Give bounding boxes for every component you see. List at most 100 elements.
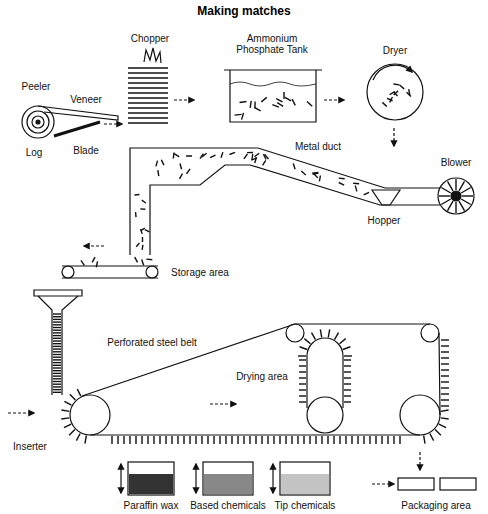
match-stick: [409, 89, 410, 95]
match-stick: [441, 410, 449, 411]
match-stick: [64, 401, 71, 405]
match-stick: [344, 365, 351, 366]
match-stick: [394, 83, 400, 85]
match-stick: [76, 434, 80, 441]
match-stick: [219, 436, 220, 444]
match-stick: [328, 329, 329, 337]
match-stick: [279, 436, 280, 444]
match-stick: [92, 257, 95, 262]
match-stick: [53, 384, 61, 385]
match-stick: [344, 371, 351, 372]
match-stick: [142, 237, 143, 242]
match-stick: [353, 183, 359, 185]
match-stick: [157, 170, 159, 176]
match-stick: [455, 202, 456, 213]
match-stick: [221, 152, 223, 158]
match-stick: [364, 192, 369, 195]
match-stick: [285, 436, 286, 444]
match-stick: [441, 381, 449, 382]
match-stick: [312, 172, 318, 174]
match-stick: [400, 85, 405, 89]
match-stick: [53, 362, 61, 363]
match-stick: [399, 436, 400, 444]
match-stick: [285, 97, 291, 101]
match-stick: [53, 378, 61, 379]
match-stick: [335, 333, 339, 340]
match-stick: [441, 399, 449, 400]
match-stick: [339, 183, 344, 186]
match-stick: [145, 230, 149, 232]
part-label: Chopper: [131, 33, 169, 44]
match-stick: [299, 365, 306, 366]
match-stick: [141, 436, 142, 444]
match-stick: [448, 181, 454, 191]
match-stick: [53, 392, 61, 393]
match-stick: [333, 436, 334, 444]
part-label: Log: [26, 147, 43, 158]
match-stick: [174, 154, 179, 157]
match-stick: [441, 351, 449, 352]
match-stick: [53, 346, 61, 347]
match-stick: [441, 345, 449, 346]
match-stick: [441, 375, 449, 376]
match-stick: [381, 436, 382, 444]
match-stick: [424, 436, 425, 444]
match-stick: [344, 395, 351, 396]
match-stick: [70, 394, 76, 400]
match-stick: [351, 436, 352, 444]
match-stick: [53, 321, 61, 322]
match-stick: [141, 229, 143, 234]
match-stick: [202, 153, 207, 157]
match-stick: [343, 347, 351, 350]
match-stick: [53, 386, 61, 387]
match-stick: [369, 436, 370, 444]
match-stick: [135, 212, 137, 217]
match-stick: [344, 359, 351, 360]
match-stick: [297, 436, 298, 444]
match-stick: [186, 155, 192, 156]
match-stick: [242, 113, 244, 120]
match-stick: [300, 347, 308, 350]
match-stick: [249, 436, 250, 444]
match-stick: [455, 179, 456, 190]
match-stick: [387, 436, 388, 444]
match-stick: [441, 418, 449, 419]
part-label: Veneer: [70, 94, 102, 105]
match-stick: [186, 169, 189, 174]
match-stick: [459, 201, 465, 211]
match-stick: [141, 245, 143, 250]
match-stick: [128, 67, 168, 68]
match-stick: [339, 436, 340, 444]
match-stick: [128, 122, 168, 123]
match-stick: [340, 339, 346, 344]
match-stick: [344, 389, 351, 390]
match-stick: [128, 77, 168, 78]
match-stick: [195, 436, 196, 444]
match-stick: [254, 153, 259, 157]
match-stick: [53, 357, 61, 358]
part-label: Hopper: [368, 215, 401, 226]
match-stick: [292, 99, 295, 105]
match-stick: [303, 436, 304, 444]
match-stick: [309, 436, 310, 444]
part-label: Peeler: [22, 81, 51, 92]
match-stick: [299, 383, 306, 384]
match-stick: [147, 436, 148, 444]
match-stick: [61, 410, 69, 411]
match-stick: [344, 401, 351, 402]
match-stick: [435, 430, 441, 436]
match-stick: [240, 101, 247, 103]
match-stick: [53, 324, 61, 325]
match-stick: [299, 389, 306, 390]
part-label: Blower: [441, 157, 472, 168]
match-stick: [320, 329, 321, 337]
match-stick: [53, 381, 61, 382]
match-stick: [69, 430, 75, 436]
match-stick: [448, 201, 454, 211]
match-stick: [267, 436, 268, 444]
match-stick: [273, 436, 274, 444]
match-stick: [291, 436, 292, 444]
match-stick: [128, 107, 168, 108]
match-stick: [111, 436, 112, 444]
